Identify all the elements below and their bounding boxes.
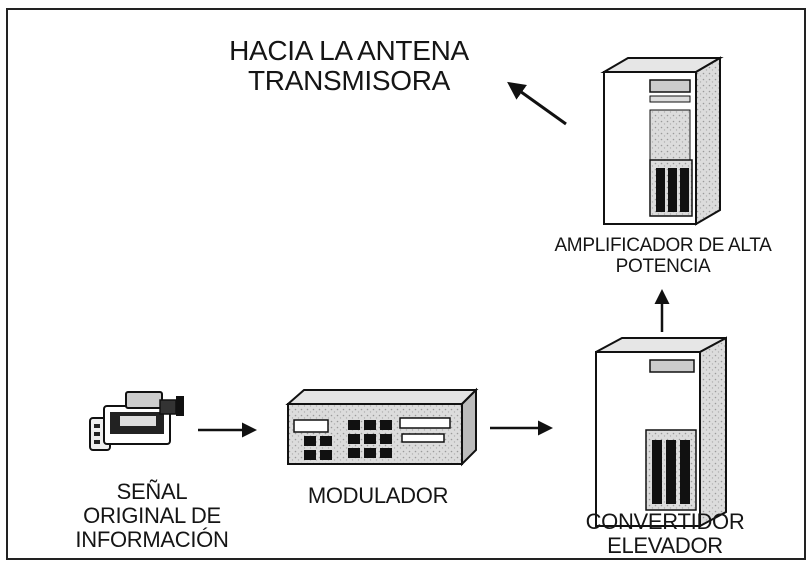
source-label-line-2: ORIGINAL DE <box>83 502 221 528</box>
source-label: SEÑAL ORIGINAL DE INFORMACIÓN <box>52 480 252 551</box>
converter-label-line-2: ELEVADOR <box>607 532 723 558</box>
amplifier-label-line-1: AMPLIFICADOR DE ALTA <box>554 235 772 256</box>
tower-computer-icon-amplifier <box>600 56 724 226</box>
converter-label: CONVERTIDOR ELEVADOR <box>560 510 770 558</box>
modulator-label-line-1: MODULADOR <box>307 483 449 508</box>
antenna-label: HACIA LA ANTENA TRANSMISORA <box>204 35 494 97</box>
converter-label-line-1: CONVERTIDOR <box>585 509 745 534</box>
antenna-label-line-2: TRANSMISORA <box>247 65 451 97</box>
modulator-device-icon <box>285 387 479 467</box>
source-label-line-3: INFORMACIÓN <box>75 526 229 552</box>
diagram-frame <box>6 8 806 560</box>
video-camera-icon <box>89 391 184 451</box>
amplifier-label-line-2: POTENCIA <box>615 255 711 277</box>
modulator-label: MODULADOR <box>290 484 466 508</box>
tower-computer-icon <box>595 336 727 528</box>
antenna-label-line-1: HACIA LA ANTENA <box>229 35 469 66</box>
amplifier-label: AMPLIFICADOR DE ALTA POTENCIA <box>528 235 798 277</box>
source-label-line-1: SEÑAL <box>116 479 188 504</box>
arrow-amplifier-to-antenna <box>507 81 567 126</box>
